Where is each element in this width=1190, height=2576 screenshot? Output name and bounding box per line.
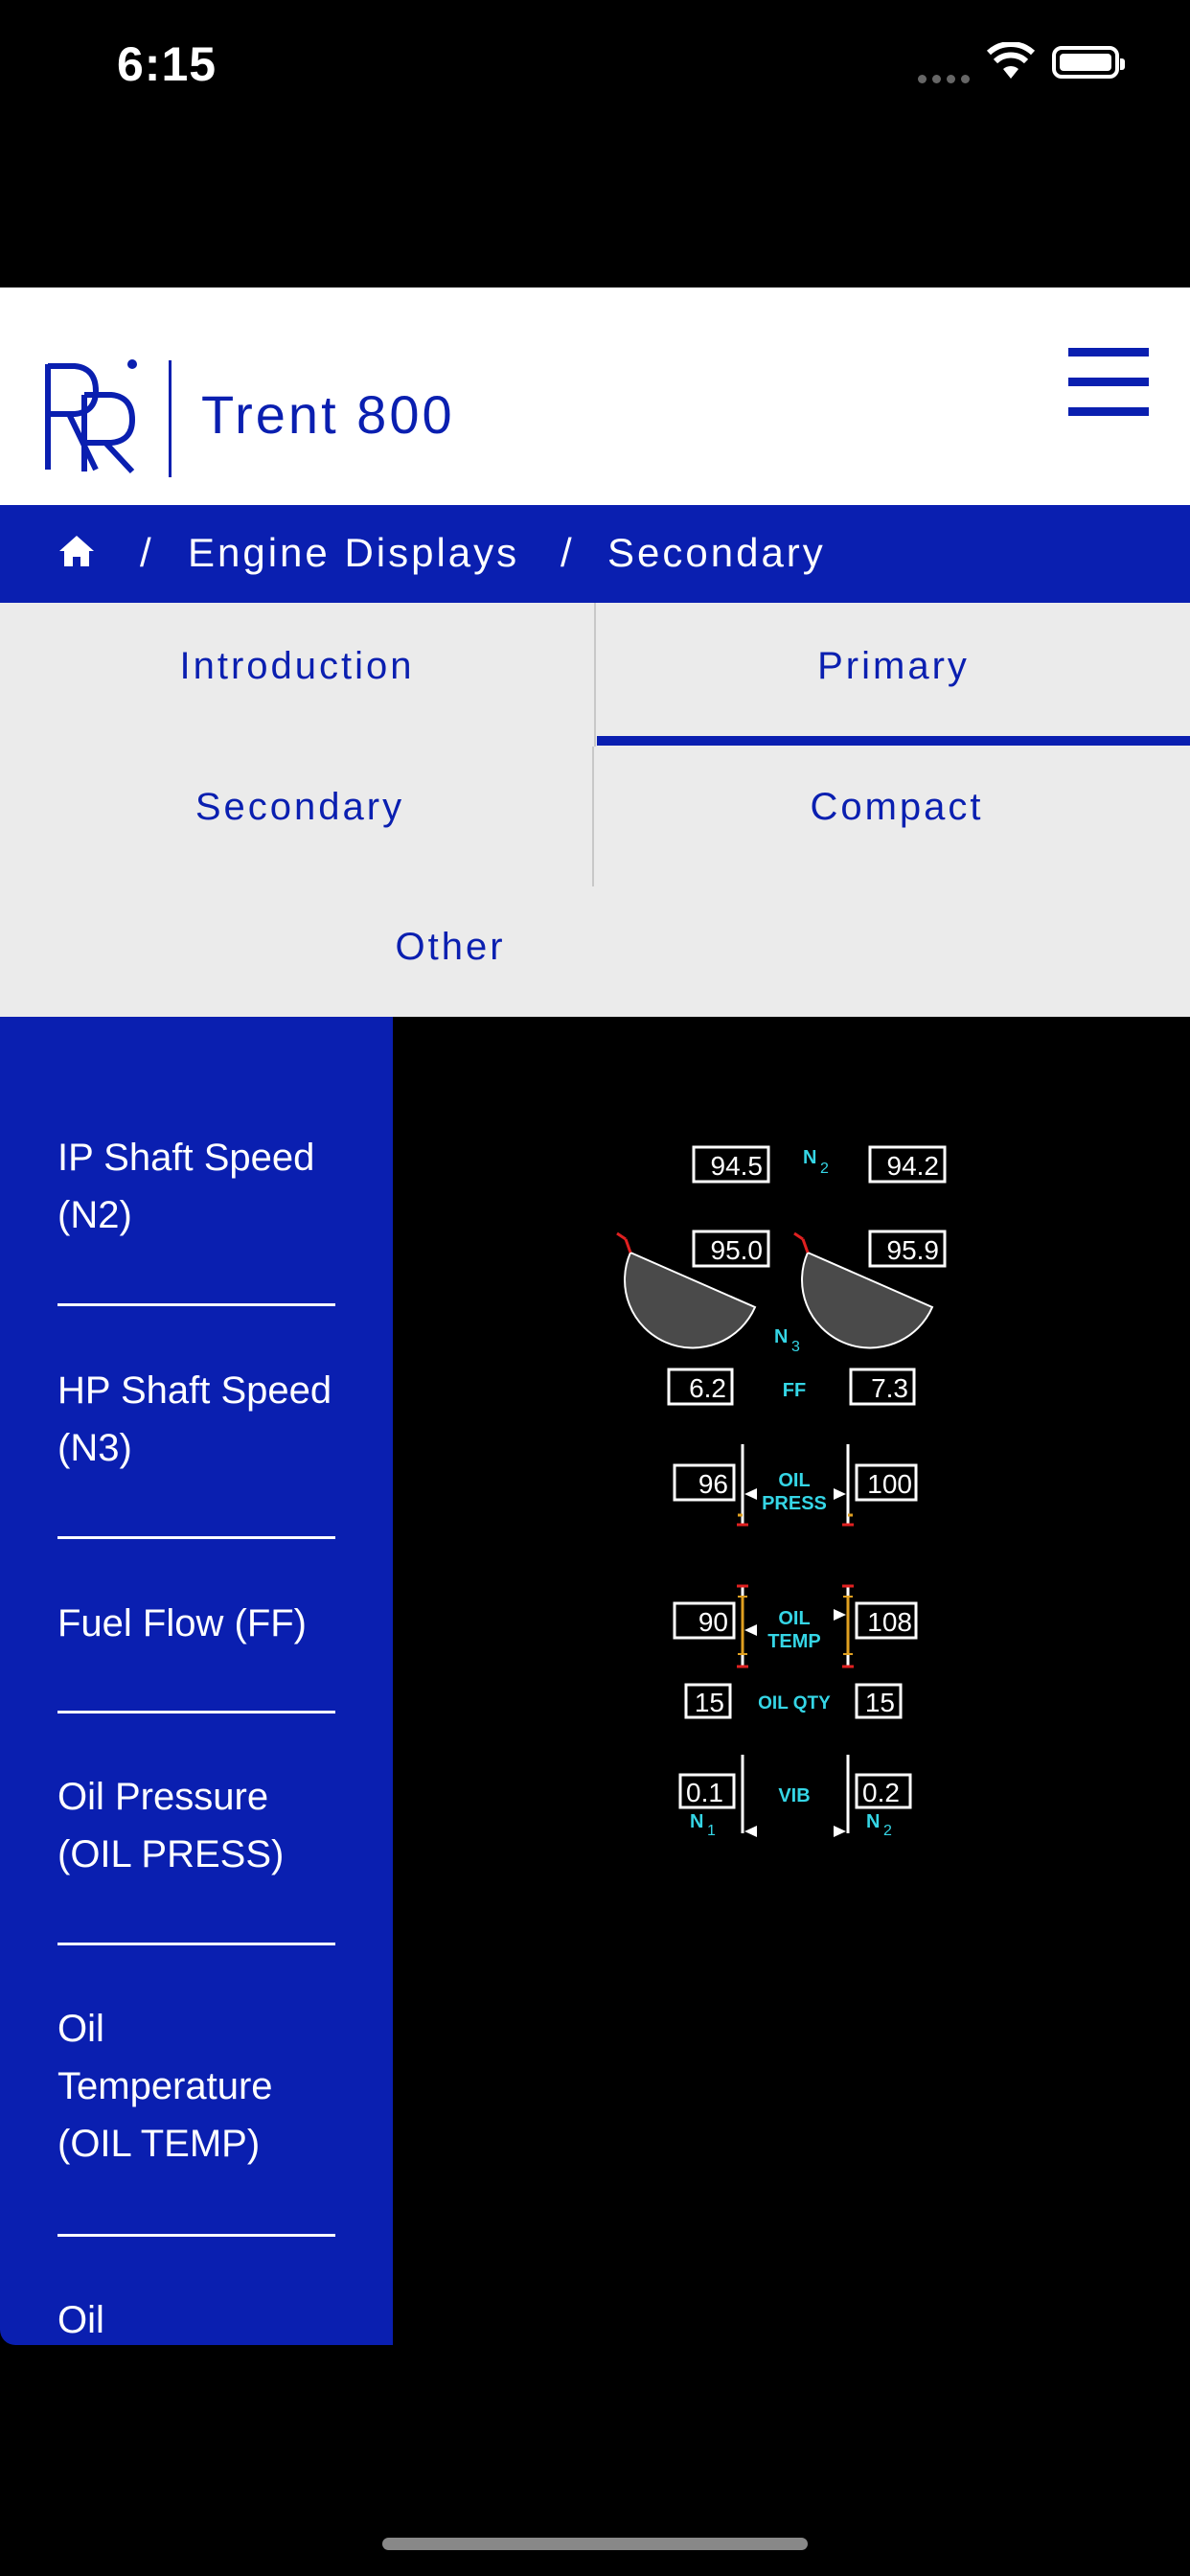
tab-active-indicator xyxy=(597,736,1190,746)
engine-display-panel: 94.5 94.2 N 2 95.0 95.9 N 3 6.2 7.3 xyxy=(393,1017,1190,2345)
sidebar-item-hp-shaft-speed[interactable]: HP Shaft Speed (N3) xyxy=(57,1369,332,1469)
oil-qty-label: OIL QTY xyxy=(758,1693,831,1714)
ff-left-value: 6.2 xyxy=(689,1373,726,1403)
tab-compact[interactable]: Compact xyxy=(810,786,984,828)
sidebar-divider xyxy=(57,1943,335,1945)
vib-left-subscript: 1 xyxy=(707,1823,716,1839)
logo-divider xyxy=(169,360,172,477)
oil-qty-right-value: 15 xyxy=(865,1688,895,1717)
oil-press-right-value: 100 xyxy=(867,1469,912,1499)
oil-qty-row: 15 15 OIL QTY xyxy=(684,1683,903,1719)
app-title: Trent 800 xyxy=(201,384,455,445)
vib-right-value: 0.2 xyxy=(862,1778,900,1807)
vib-left-sub-label: N xyxy=(690,1811,703,1832)
tab-bar: Introduction Primary Secondary Compact O… xyxy=(0,603,1190,1017)
sidebar-item-oil-temperature[interactable]: Oil Temperature (OIL TEMP) xyxy=(57,2008,273,2165)
oil-qty-left-value: 15 xyxy=(695,1688,724,1717)
status-time: 6:15 xyxy=(117,37,217,91)
n3-subscript: 3 xyxy=(791,1339,800,1355)
tab-separator xyxy=(592,747,594,886)
parameter-sidebar: IP Shaft Speed (N2) HP Shaft Speed (N3) … xyxy=(0,1017,393,2345)
n3-left-gauge xyxy=(624,1251,757,1349)
n3-right-value: 95.9 xyxy=(887,1235,940,1265)
sidebar-item-oil-pressure[interactable]: Oil Pressure (OIL PRESS) xyxy=(57,1776,285,1875)
home-icon[interactable] xyxy=(57,534,96,568)
n3-row: 95.0 95.9 N 3 xyxy=(616,1230,947,1355)
oil-temp-row: 90 108 OIL TEMP xyxy=(673,1584,918,1668)
device-notch xyxy=(294,0,896,84)
vib-left-value: 0.1 xyxy=(686,1778,723,1807)
ff-row: 6.2 7.3 FF xyxy=(667,1368,916,1406)
n2-left-value: 94.5 xyxy=(711,1151,764,1181)
sidebar-item-fuel-flow[interactable]: Fuel Flow (FF) xyxy=(57,1602,307,1644)
oil-temp-label-line1: OIL xyxy=(778,1608,810,1629)
wifi-icon xyxy=(987,42,1035,79)
app-header: Trent 800 xyxy=(0,288,1190,505)
vib-row: 0.1 0.2 VIB N 1 N 2 xyxy=(678,1755,912,1839)
sidebar-item-ip-shaft-speed[interactable]: IP Shaft Speed (N2) xyxy=(57,1137,315,1236)
oil-temp-left-value: 90 xyxy=(698,1607,728,1637)
breadcrumb-separator: / xyxy=(561,530,575,575)
sidebar-divider xyxy=(57,1303,335,1306)
n2-label: N xyxy=(803,1147,816,1168)
status-bar: 6:15 xyxy=(0,0,1190,288)
oil-press-label-line1: OIL xyxy=(778,1470,810,1491)
home-indicator[interactable] xyxy=(382,2538,808,2550)
sidebar-divider xyxy=(57,1711,335,1714)
oil-temp-right-value: 108 xyxy=(867,1607,912,1637)
tab-secondary[interactable]: Secondary xyxy=(195,786,405,828)
n2-row: 94.5 94.2 N 2 xyxy=(692,1145,947,1184)
n3-right-gauge xyxy=(801,1251,934,1349)
tab-primary[interactable]: Primary xyxy=(817,645,970,687)
n3-label: N xyxy=(774,1326,788,1347)
rolls-royce-logo xyxy=(45,359,137,474)
breadcrumb-separator: / xyxy=(140,530,154,575)
tab-separator xyxy=(594,603,596,747)
oil-press-label-line2: PRESS xyxy=(762,1493,827,1514)
sidebar-item-oil[interactable]: Oil xyxy=(57,2299,104,2341)
hamburger-menu-button[interactable] xyxy=(1068,348,1149,417)
secondary-engine-display: 94.5 94.2 N 2 95.0 95.9 N 3 6.2 7.3 xyxy=(616,1145,947,1839)
vib-right-sub-label: N xyxy=(866,1811,880,1832)
battery-icon xyxy=(1052,46,1125,79)
oil-press-left-value: 96 xyxy=(698,1469,728,1499)
n3-left-value: 95.0 xyxy=(711,1235,764,1265)
sidebar-divider xyxy=(57,2234,335,2237)
vib-label: VIB xyxy=(778,1785,810,1806)
sidebar-divider xyxy=(57,1536,335,1539)
vib-right-subscript: 2 xyxy=(883,1823,892,1839)
ff-right-value: 7.3 xyxy=(871,1373,908,1403)
breadcrumb-item-engine-displays[interactable]: Engine Displays xyxy=(188,530,520,575)
ff-label: FF xyxy=(783,1380,806,1401)
breadcrumb: / Engine Displays / Secondary xyxy=(0,505,1190,603)
oil-press-row: 96 100 OIL PRESS xyxy=(673,1444,918,1527)
breadcrumb-item-secondary: Secondary xyxy=(607,530,826,575)
oil-temp-label-line2: TEMP xyxy=(767,1631,821,1652)
n2-subscript: 2 xyxy=(820,1161,829,1177)
tab-other[interactable]: Other xyxy=(395,926,506,968)
cellular-signal-icon xyxy=(918,71,975,88)
n2-right-value: 94.2 xyxy=(887,1151,940,1181)
tab-introduction[interactable]: Introduction xyxy=(179,645,415,687)
